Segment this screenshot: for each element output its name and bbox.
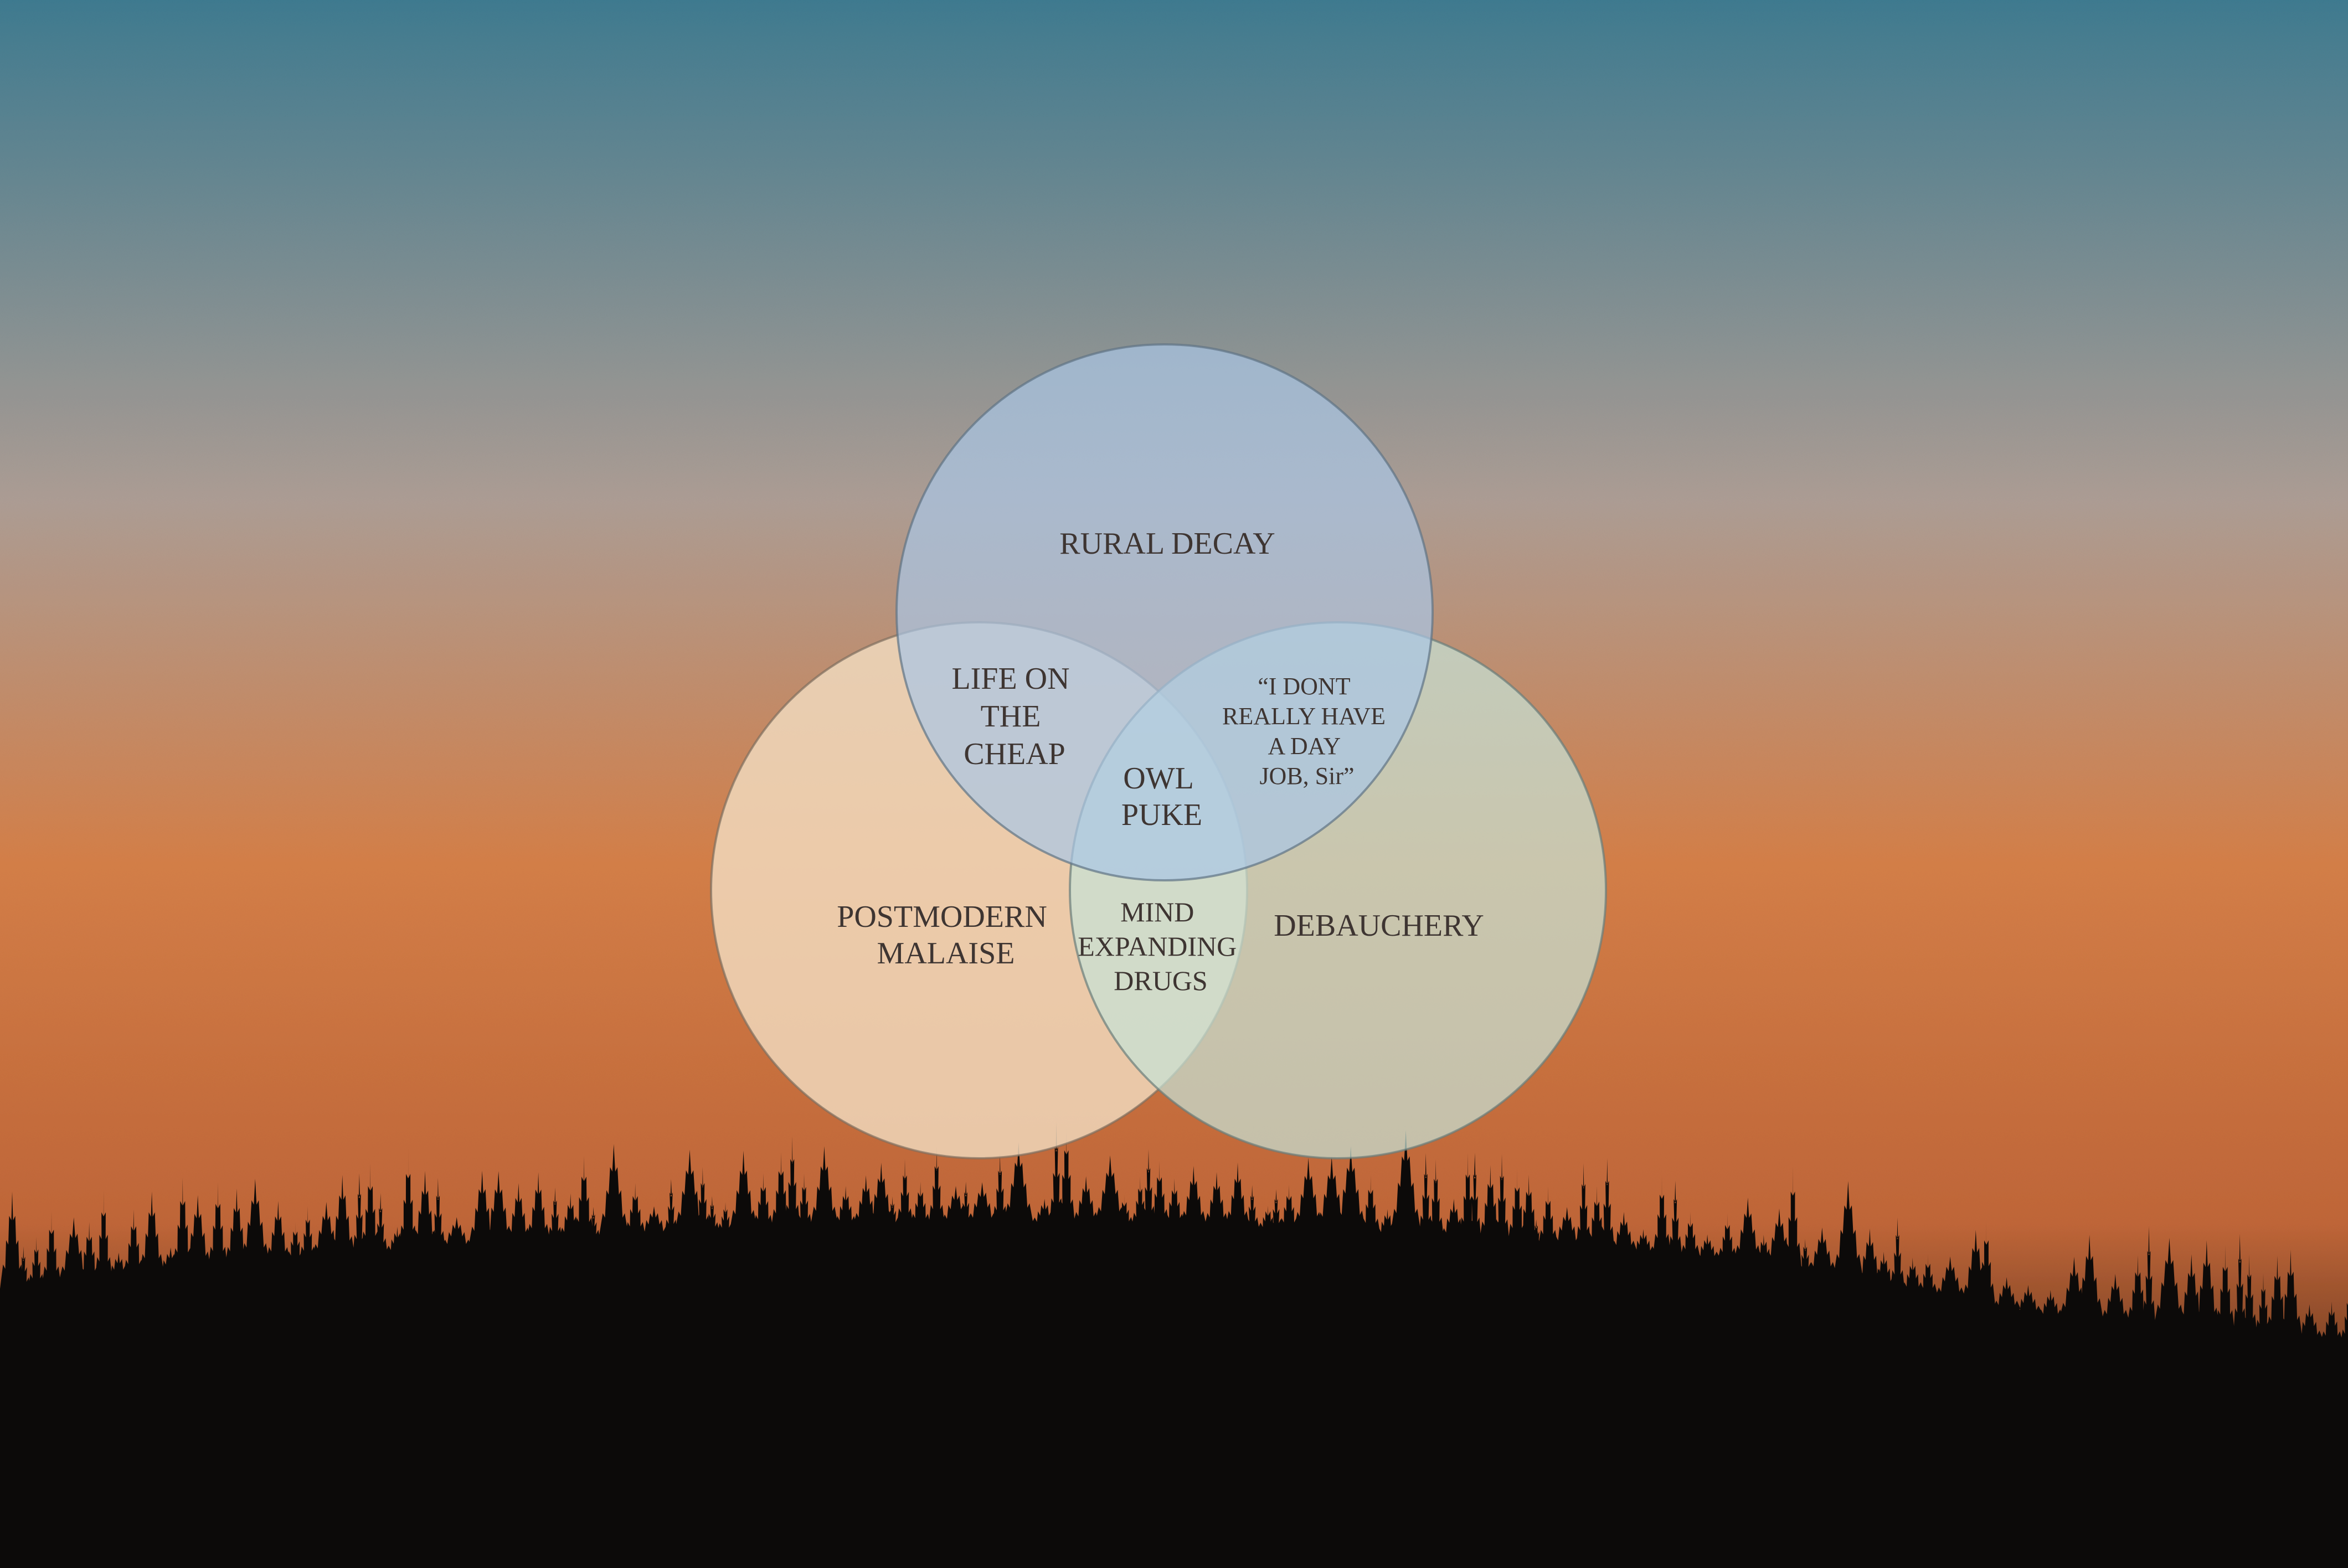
label-owl-puke: OWL PUKE	[1121, 761, 1202, 832]
label-postmodern-malaise-line-1: POSTMODERN	[837, 900, 1047, 934]
label-mind-expanding-drugs-line-3: DRUGS	[1114, 965, 1207, 996]
label-debauchery: DEBAUCHERY	[1274, 909, 1484, 943]
label-life-on-the-cheap-line-3: CHEAP	[964, 737, 1065, 771]
label-postmodern-malaise-line-2: MALAISE	[877, 936, 1015, 971]
label-life-on-the-cheap-line-1: LIFE ON	[951, 662, 1069, 696]
label-day-job-quote-line-2: REALLY HAVE	[1222, 703, 1386, 730]
circle-rural-decay	[895, 343, 1434, 881]
label-owl-puke-line-2: PUKE	[1121, 798, 1202, 832]
label-postmodern-malaise: POSTMODERN MALAISE	[837, 900, 1055, 971]
label-mind-expanding-drugs: MIND EXPANDING DRUGS	[1078, 896, 1244, 996]
label-day-job-quote-line-1: “I DONT	[1258, 673, 1351, 700]
label-mind-expanding-drugs-line-2: EXPANDING	[1078, 931, 1237, 962]
label-owl-puke-line-1: OWL	[1123, 761, 1192, 796]
label-mind-expanding-drugs-line-1: MIND	[1120, 896, 1194, 927]
label-life-on-the-cheap: LIFE ON THE CHEAP	[951, 662, 1077, 771]
tree-line-silhouette	[0, 1122, 2348, 1568]
label-day-job-quote-line-4: JOB, Sir”	[1259, 762, 1354, 790]
label-day-job-quote: “I DONT REALLY HAVE A DAY JOB, Sir”	[1222, 673, 1392, 790]
label-day-job-quote-line-3: A DAY	[1268, 733, 1340, 760]
label-rural-decay: RURAL DECAY	[1059, 527, 1275, 561]
label-life-on-the-cheap-line-2: THE	[981, 699, 1041, 734]
venn-diagram: RURAL DECAY POSTMODERN MALAISE DEBAUCHER…	[710, 343, 1607, 1159]
